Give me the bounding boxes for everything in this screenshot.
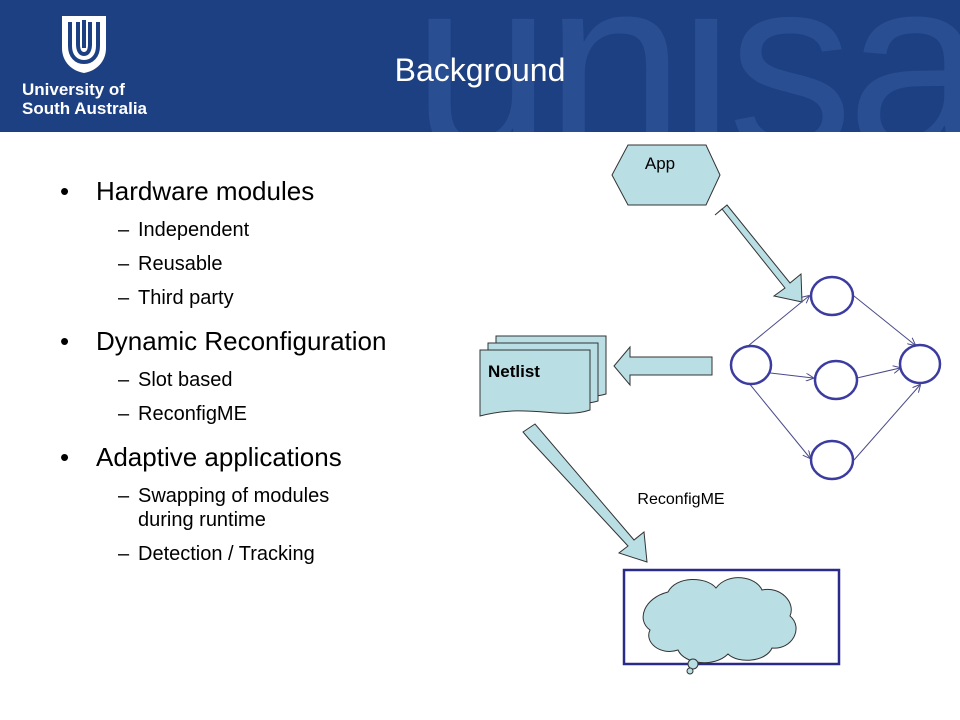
dash-icon: – (118, 253, 130, 275)
slide-title: Background (394, 52, 566, 88)
arrow-netlist-to-device (522, 423, 648, 563)
cloud-bubble (686, 667, 694, 675)
sub-bullet: –ReconfigME (60, 402, 480, 426)
netlist-label: Netlist (488, 362, 540, 381)
sub-bullet: –Third party (60, 286, 480, 310)
university-name-line1: University of (22, 80, 125, 99)
arrow-app-to-graph (714, 204, 803, 303)
cloud-bubble (687, 658, 699, 670)
university-logo-icon (62, 16, 106, 73)
netlist-stack: Netlist (479, 335, 607, 417)
sub-bullet: –Reusable (60, 252, 480, 276)
bullet-dot-icon: • (60, 442, 70, 472)
sub-bullet-label: ReconfigME (138, 403, 247, 425)
sub-bullet: –Slot based (60, 368, 480, 392)
university-name: University of South Australia (22, 80, 147, 118)
unisa-watermark: unisa (412, 0, 960, 132)
sub-bullet: –Swapping of modules during runtime (60, 484, 378, 532)
graph-node (729, 344, 773, 386)
dash-icon: – (118, 369, 130, 391)
bullet-label: Dynamic Reconfiguration (96, 326, 387, 356)
sub-bullet: –Detection / Tracking (60, 542, 480, 566)
sub-bullet: –Independent (60, 218, 480, 242)
reconfigme-label: ReconfigME (637, 491, 724, 508)
sub-bullet-label: Independent (138, 219, 250, 241)
sub-bullet-label: Reusable (138, 253, 223, 275)
dash-icon: – (118, 219, 130, 241)
graph-node (809, 275, 855, 317)
app-label: App (645, 154, 675, 173)
sub-bullet-label: Detection / Tracking (138, 543, 315, 565)
cloud-shape (642, 577, 797, 664)
sub-bullet-label: Swapping of modules during runtime (138, 485, 330, 531)
dash-icon: – (118, 287, 130, 309)
bullet-dot-icon: • (60, 176, 70, 206)
graph-nodes (729, 275, 942, 481)
bullet-adaptive-applications: • Adaptive applications (60, 440, 480, 474)
bullet-list: • Hardware modules –Independent –Reusabl… (60, 174, 480, 566)
graph-edges (747, 296, 920, 461)
bullet-dynamic-reconfiguration: • Dynamic Reconfiguration (60, 324, 480, 358)
sub-bullet-label: Slot based (138, 369, 233, 391)
arrow-graph-to-netlist (613, 345, 713, 387)
sub-bullet-label: Third party (138, 287, 234, 309)
university-name-line2: South Australia (22, 99, 147, 118)
dash-icon: – (118, 543, 130, 565)
graph-node (898, 343, 942, 385)
graph-node (809, 439, 855, 481)
bullet-hardware-modules: • Hardware modules (60, 174, 480, 208)
graph-node (813, 359, 859, 401)
bullet-label: Hardware modules (96, 176, 315, 206)
header-banner: unisa University of South Australia Back… (0, 0, 960, 132)
dash-icon: – (118, 485, 130, 507)
bullet-label: Adaptive applications (96, 442, 342, 472)
dash-icon: – (118, 403, 130, 425)
bullet-dot-icon: • (60, 326, 70, 356)
app-hexagon: App (611, 144, 721, 206)
